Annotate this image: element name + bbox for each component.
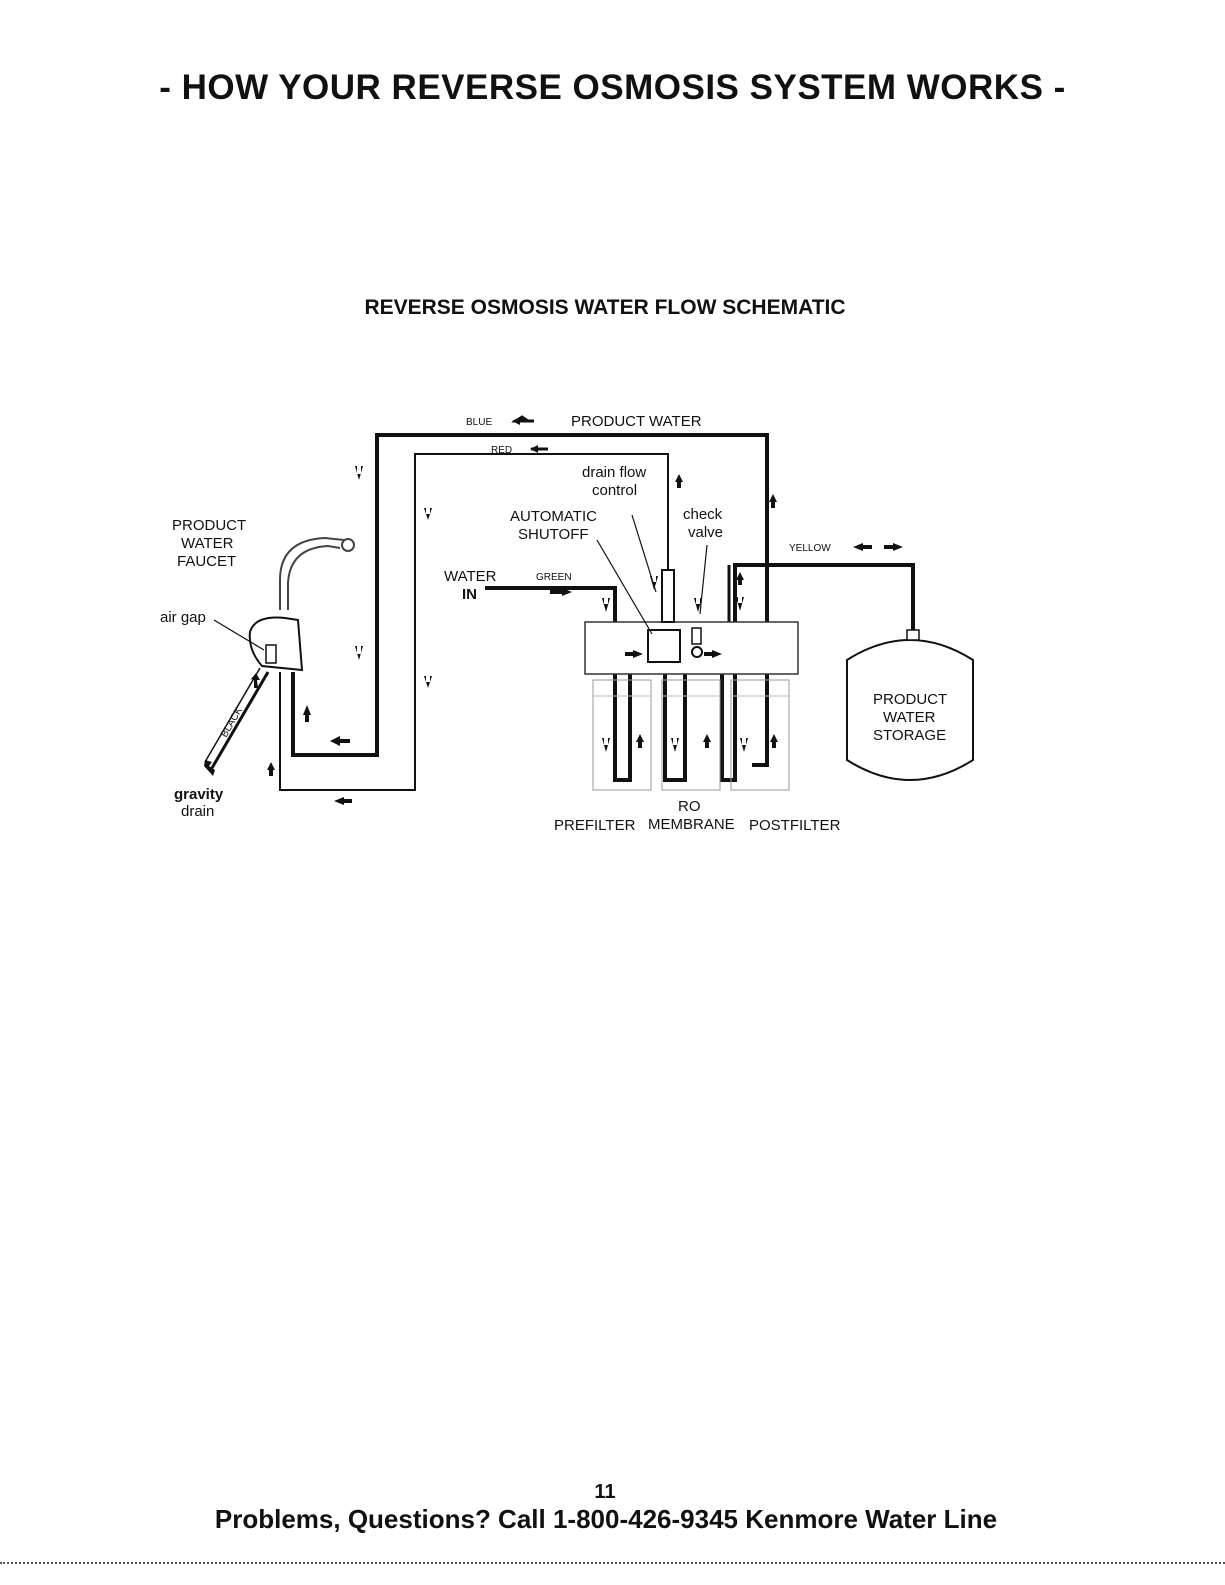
check-valve-label-2: valve	[688, 524, 723, 541]
flow-arrows	[204, 415, 903, 805]
arrow-right-3	[704, 650, 722, 658]
drain-flow-label-1: drain flow	[582, 464, 646, 481]
arrow-down-5	[602, 598, 610, 612]
water-in-label-2: IN	[462, 586, 477, 603]
faucet-label-1: PRODUCT	[172, 517, 246, 534]
page-title: - HOW YOUR REVERSE OSMOSIS SYSTEM WORKS …	[159, 68, 1066, 107]
shutoff-label-1: AUTOMATIC	[510, 508, 597, 525]
arrow-right-green	[550, 588, 572, 596]
green-tube	[485, 586, 648, 782]
leader-lines	[213, 514, 708, 651]
arrow-down-8	[736, 597, 744, 611]
arrow-left-3	[330, 736, 350, 746]
page-number: 11	[594, 1481, 616, 1503]
air-gap-label: air gap	[160, 609, 206, 626]
blue-tube	[291, 433, 769, 767]
membrane-tube	[652, 658, 700, 782]
arrow-down-3	[355, 646, 363, 660]
arrow-down-2	[424, 508, 432, 520]
gravity-drain-label-2: drain	[181, 803, 214, 820]
ro-label: RO	[678, 798, 701, 815]
faucet-label-3: FAUCET	[177, 553, 236, 570]
arrow-up-1	[303, 705, 311, 722]
shutoff-label-2: SHUTOFF	[518, 526, 589, 543]
arrow-left-4	[334, 797, 352, 805]
faucet	[248, 536, 355, 672]
tube-label-green: GREEN	[536, 572, 572, 583]
red-tube	[279, 453, 669, 791]
filter-manifold	[584, 569, 799, 791]
arrow-right-2	[625, 650, 643, 658]
arrow-up-4	[769, 494, 777, 508]
storage-label-1: PRODUCT	[873, 691, 947, 708]
tube-label-blue: BLUE	[466, 417, 492, 428]
postfilter-label: POSTFILTER	[749, 817, 841, 834]
storage-label-2: WATER	[883, 709, 936, 726]
schematic-title: REVERSE OSMOSIS WATER FLOW SCHEMATIC	[364, 296, 846, 319]
faucet-label-2: WATER	[181, 535, 234, 552]
label-product-water: PRODUCT WATER	[571, 413, 702, 430]
black-tube	[210, 671, 270, 769]
bottom-divider	[0, 1562, 1225, 1564]
arrow-up-2	[267, 762, 275, 776]
footer-help-line: Problems, Questions? Call 1-800-426-9345…	[214, 1504, 998, 1534]
membrane-label: MEMBRANE	[648, 816, 735, 833]
arrow-left-yellow	[853, 543, 872, 551]
check-valve-label-1: check	[683, 506, 723, 523]
arrow-down-7	[694, 598, 702, 612]
arrow-down-4	[424, 676, 432, 688]
arrow-down-1	[355, 466, 363, 480]
arrow-black	[251, 673, 260, 688]
tube-label-yellow: YELLOW	[789, 543, 831, 554]
gravity-drain-label-1: gravity	[174, 786, 224, 803]
arrow-up-3	[675, 474, 683, 488]
water-in-label-1: WATER	[444, 568, 497, 585]
prefilter-label: PREFILTER	[554, 817, 636, 834]
water-flow-schematic: PRODUCT WATER BLUE RED GREEN YELLOW BLAC…	[160, 413, 974, 834]
storage-label-3: STORAGE	[873, 727, 946, 744]
arrow-right-yellow	[884, 543, 903, 551]
drain-flow-label-2: control	[592, 482, 637, 499]
arrow-up-5	[736, 572, 744, 585]
storage-tank	[846, 629, 974, 781]
tube-label-red: RED	[491, 445, 512, 456]
